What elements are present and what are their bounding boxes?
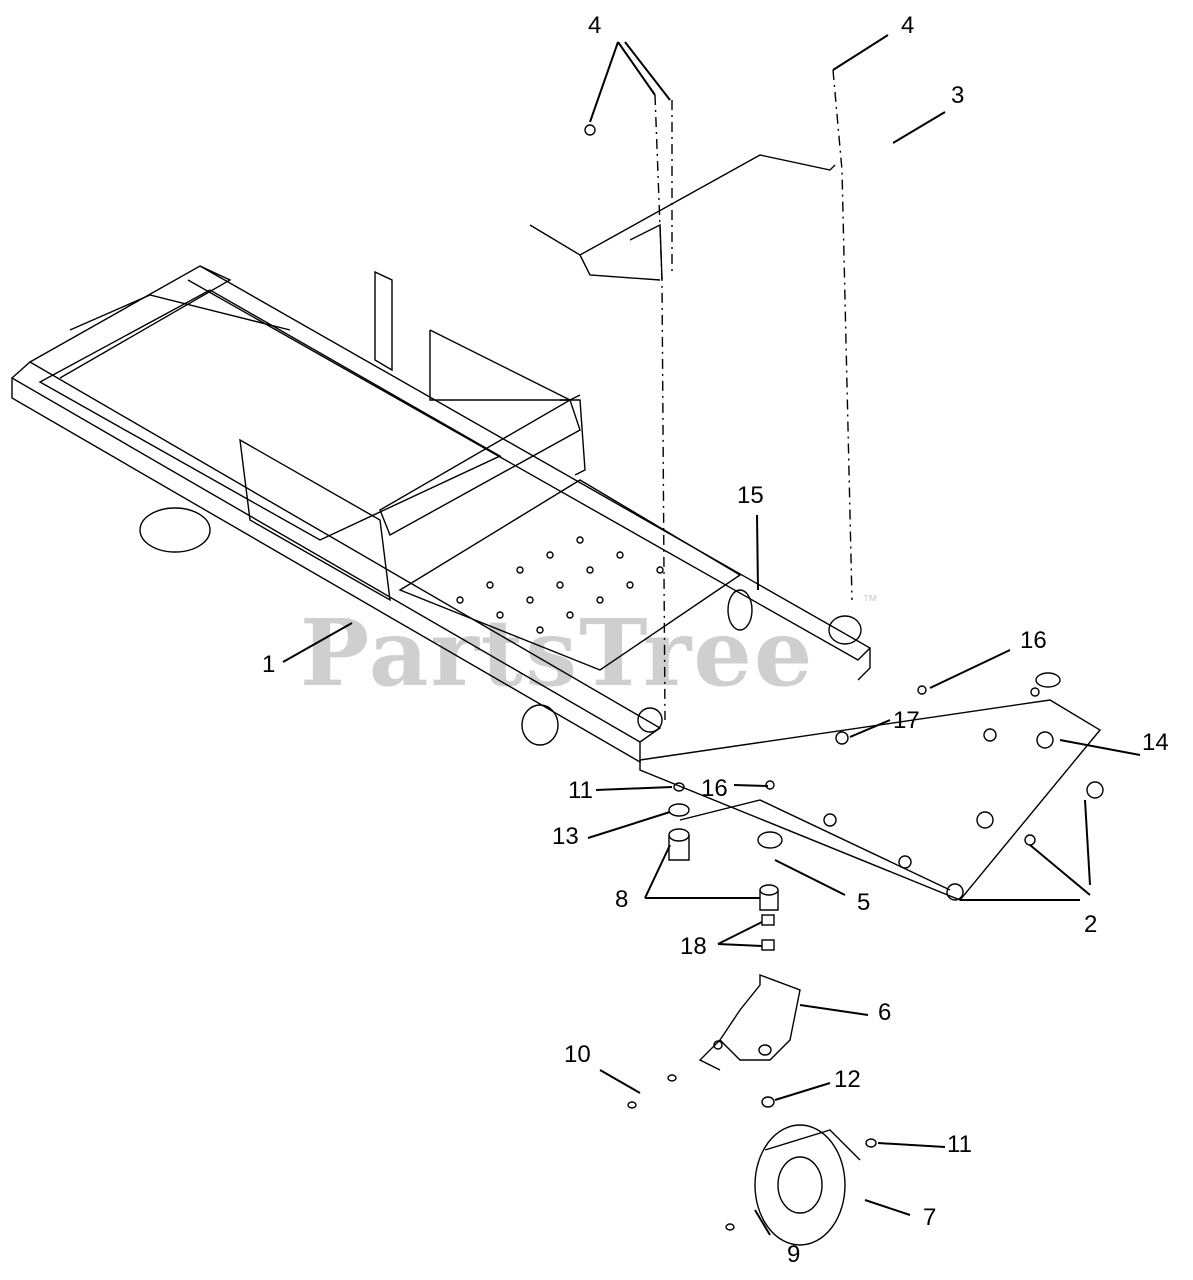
callout-18: 18 bbox=[680, 933, 707, 960]
callout-4-right: 4 bbox=[901, 12, 914, 39]
callout-9: 9 bbox=[787, 1241, 800, 1268]
callout-1: 1 bbox=[262, 651, 275, 678]
caster-assembly-drawing bbox=[627, 782, 877, 1246]
leader-lines bbox=[282, 34, 1141, 1236]
callout-11-lower: 11 bbox=[947, 1131, 972, 1158]
watermark: PartsTree ™ bbox=[300, 593, 878, 707]
callout-17: 17 bbox=[893, 707, 920, 734]
callout-4-left: 4 bbox=[588, 12, 601, 39]
callout-15: 15 bbox=[737, 482, 764, 509]
callout-7: 7 bbox=[923, 1204, 936, 1231]
callout-13: 13 bbox=[552, 823, 579, 850]
callout-6: 6 bbox=[878, 999, 891, 1026]
callout-16-right: 16 bbox=[1020, 627, 1047, 654]
callout-8: 8 bbox=[615, 886, 628, 913]
main-frame-drawing bbox=[10, 265, 872, 764]
callout-16-left: 16 bbox=[701, 775, 728, 802]
callout-10: 10 bbox=[564, 1041, 591, 1068]
callout-5: 5 bbox=[857, 889, 870, 916]
callout-12: 12 bbox=[834, 1066, 861, 1093]
front-axle-drawing bbox=[639, 672, 1104, 901]
alignment-lines bbox=[654, 69, 853, 721]
callout-labels: 1 2 3 4 4 5 6 7 8 9 10 11 11 12 13 14 15… bbox=[262, 12, 1169, 1268]
deck-holes bbox=[456, 536, 664, 634]
bracket-drawing bbox=[529, 124, 836, 281]
callout-11-upper: 11 bbox=[568, 777, 593, 804]
callout-2: 2 bbox=[1084, 911, 1097, 938]
watermark-trademark: ™ bbox=[862, 593, 878, 610]
callout-14: 14 bbox=[1142, 729, 1169, 756]
callout-3: 3 bbox=[951, 82, 964, 109]
